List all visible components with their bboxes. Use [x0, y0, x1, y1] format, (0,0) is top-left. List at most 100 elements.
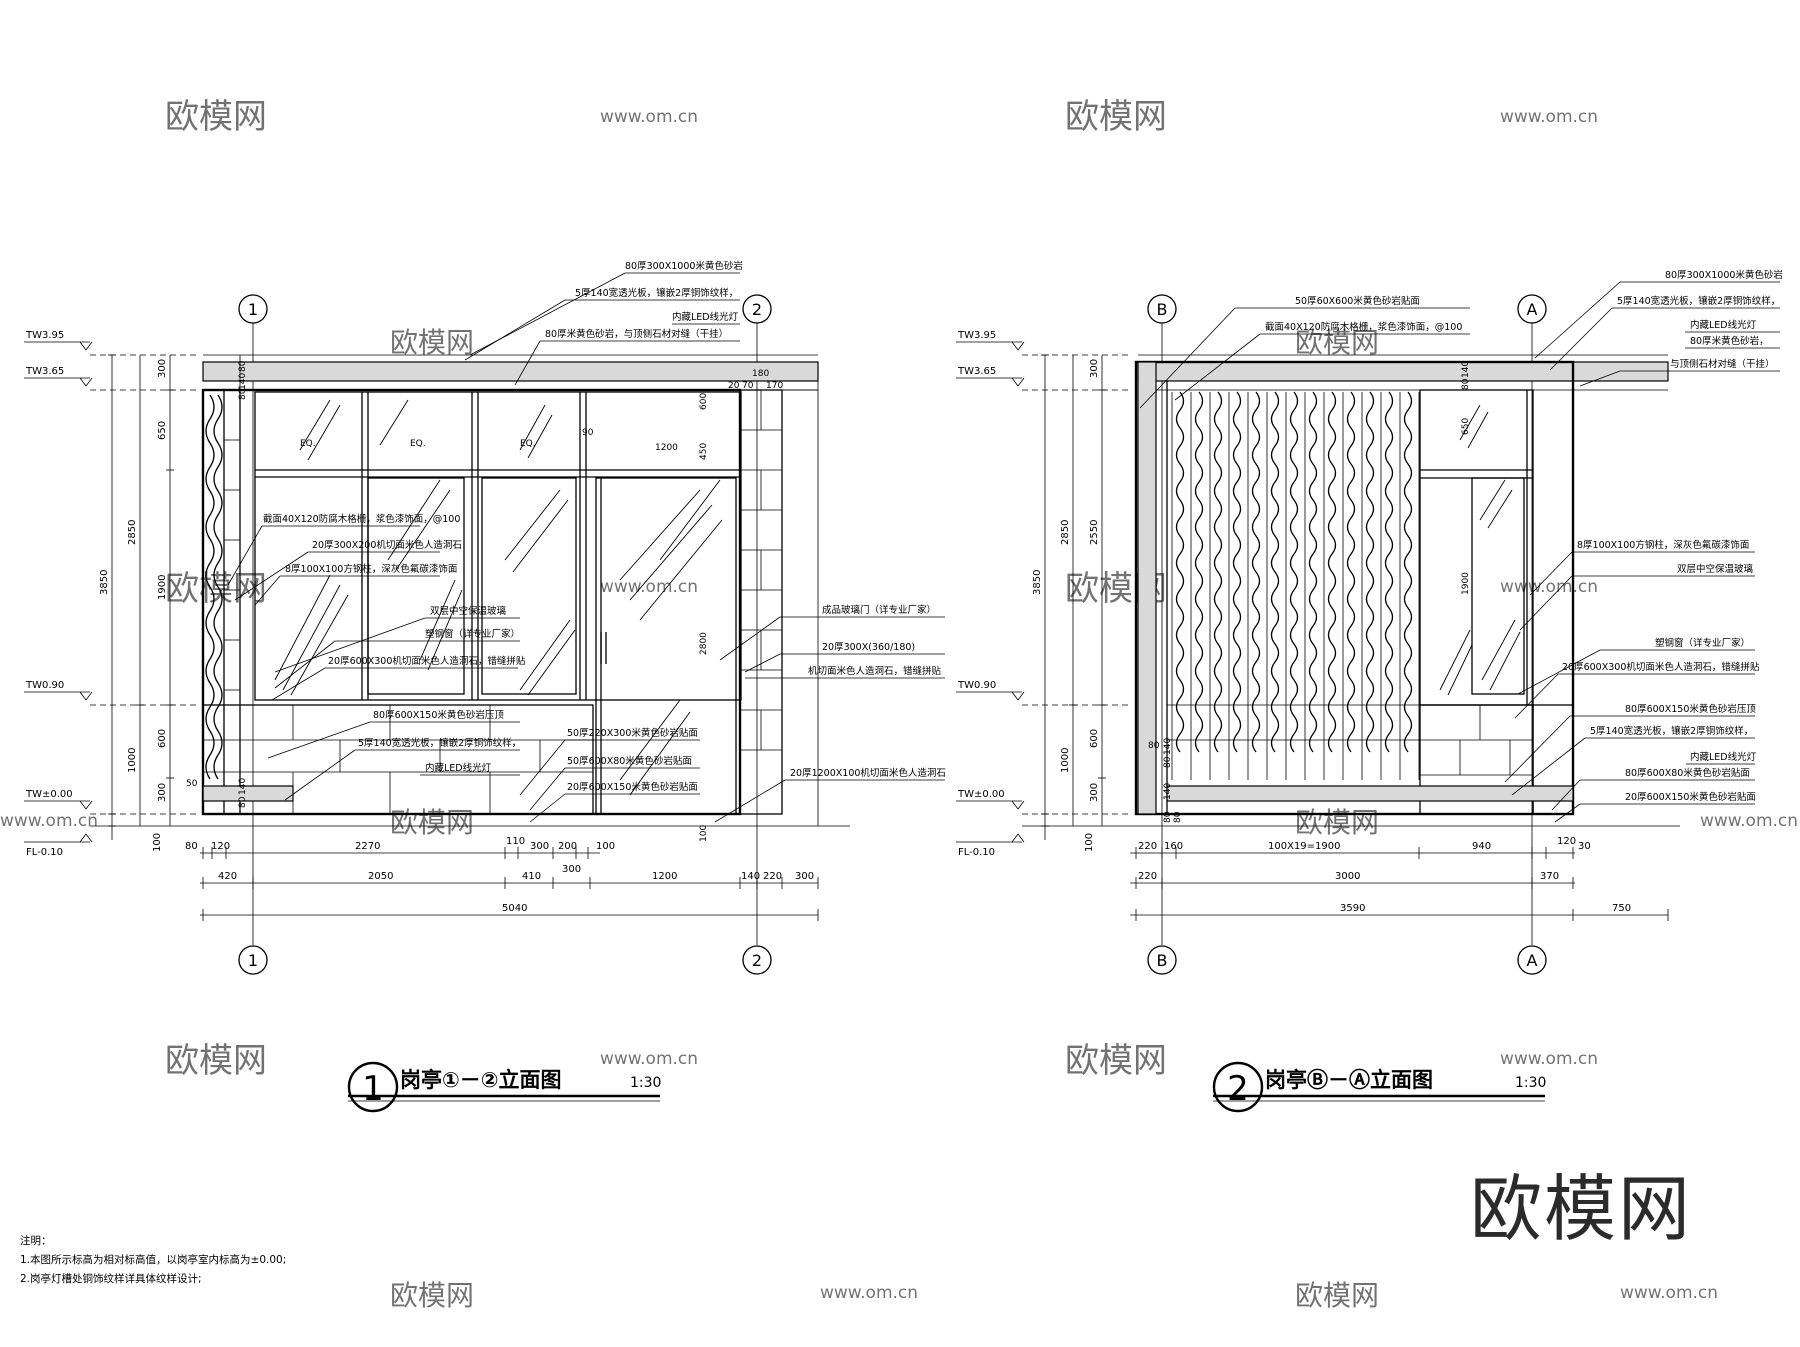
callout-label: 20厚600X300机切面米色人造洞石，错缝拼贴	[1562, 661, 1760, 673]
note-item: 2.岗亭灯槽处铜饰纹样详具体纹样设计;	[20, 1273, 202, 1285]
callout-label: 塑钢窗（详专业厂家）	[425, 628, 520, 640]
watermark: 欧模网	[165, 97, 267, 137]
callout-label: 截面40X120防腐木格栅，浆色漆饰面，@100	[263, 513, 460, 525]
dim-text: 220	[1138, 841, 1157, 852]
dim-text: 90	[582, 428, 594, 438]
dim-text: 140	[1163, 783, 1173, 800]
dim-text: 750	[1612, 903, 1631, 914]
vertical-dims-2: 3850 100 2850 1000 300 2550 600 300	[1032, 354, 1106, 852]
level-tag: TW3.65	[25, 366, 64, 377]
callout-label: 20厚300X200机切面米色人造洞石	[312, 539, 462, 551]
dim-text: 220	[763, 871, 782, 882]
roof-cap	[202, 361, 819, 382]
callout-label: 80厚米黄色砂岩，	[1690, 335, 1769, 347]
dim-text: EQ.	[520, 439, 536, 449]
notes-heading: 注明：	[20, 1235, 52, 1247]
callout-label: 成品玻璃门（详专业厂家）	[822, 604, 936, 616]
watermark: 欧模网	[390, 1279, 474, 1312]
watermark: 欧模网	[165, 569, 267, 609]
grid-label: A	[1527, 951, 1538, 970]
callout-label: 8厚100X100方钢柱，深灰色氟碳漆饰面	[285, 563, 457, 575]
dim-text: 80	[185, 841, 198, 852]
level-tag: TW3.95	[25, 330, 64, 341]
watermark: 欧模网	[1295, 1279, 1379, 1312]
elevation-2: TW3.95 TW3.65 TW0.90 TW±0.00 FL-0.10 385…	[956, 269, 1783, 1113]
dim-text: 50	[186, 779, 198, 789]
callout-label: 双层中空保温玻璃	[1677, 563, 1753, 575]
callout-label: 5厚140宽透光板，镶嵌2厚铜饰纹样，	[575, 287, 738, 299]
grid-axis-b: B B	[1147, 294, 1177, 975]
drawing-number: 1	[362, 1069, 384, 1109]
dim-text: 3850	[99, 570, 110, 595]
horizontal-dims-1: 80 120 2270 110 300 200 100 420 2050 410…	[185, 836, 819, 921]
watermark: 欧模网	[1295, 326, 1379, 359]
watermark: www.om.cn	[820, 1283, 918, 1303]
dim-text: 1200	[655, 443, 678, 453]
dim-text: 80	[238, 388, 248, 400]
drawing-number: 2	[1227, 1069, 1249, 1109]
callout-label: 内藏LED线光灯	[1690, 319, 1757, 331]
dim-text: 600	[157, 729, 168, 748]
dim-text: 220	[1138, 871, 1157, 882]
dim-text: 300	[1089, 359, 1100, 378]
grid-label: 1	[248, 300, 258, 319]
dim-text: 300	[795, 871, 814, 882]
dim-text: 160	[1164, 841, 1183, 852]
dim-text: EQ.	[410, 439, 426, 449]
dim-text: 3850	[1032, 570, 1043, 595]
callout-label: 80厚米黄色砂岩，与顶侧石材对缝（干挂）	[545, 328, 728, 340]
callout-label: 80厚600X80米黄色砂岩贴面	[1625, 767, 1750, 779]
callout-label: 5厚140宽透光板，镶嵌2厚铜饰纹样，	[1617, 295, 1780, 307]
callout-label: 5厚140宽透光板，镶嵌2厚铜饰纹样，	[1590, 725, 1753, 737]
dim-text: 650	[1461, 418, 1471, 435]
callout-label: 80厚600X150米黄色砂岩压顶	[1625, 703, 1756, 715]
callout-label: 80厚300X1000米黄色砂岩	[1665, 269, 1783, 281]
dim-text: 2850	[127, 520, 138, 545]
level-tags-1: TW3.95 TW3.65 TW0.90 TW±0.00 FL-0.10	[24, 330, 93, 858]
level-tag: TW3.95	[957, 330, 996, 341]
grid-label: 1	[248, 951, 258, 970]
booth-body	[1134, 360, 1575, 816]
watermark: www.om.cn	[1500, 107, 1598, 127]
dim-text: 410	[522, 871, 541, 882]
dim-text: 600	[1089, 729, 1100, 748]
level-tag: TW±0.00	[25, 789, 73, 800]
horizontal-dims-2: 220 160 100X19=1900 940 120 30 220 3000 …	[1130, 836, 1669, 921]
callout-label: 50厚220X300米黄色砂岩贴面	[567, 727, 698, 739]
dim-text: 80	[1163, 811, 1173, 823]
dim-text: 1900	[1461, 572, 1471, 595]
level-tag: TW0.90	[25, 680, 64, 691]
dim-text: 2050	[368, 871, 393, 882]
grid-label: B	[1157, 951, 1168, 970]
dim-text: 80	[238, 360, 248, 372]
callout-label: 截面40X120防腐木格栅，浆色漆饰面，@100	[1265, 321, 1462, 333]
watermark: 欧模网	[165, 1041, 267, 1081]
dim-text: 80	[238, 796, 248, 808]
watermark: www.om.cn	[1500, 577, 1598, 597]
dim-text: 2850	[1060, 520, 1071, 545]
watermark: www.om.cn	[0, 811, 98, 831]
notes-block: 注明： 1.本图所示标高为相对标高值，以岗亭室内标高为±0.00; 2.岗亭灯槽…	[20, 1232, 286, 1289]
dim-text: 20	[728, 381, 740, 391]
dim-text: 2550	[1089, 520, 1100, 545]
callout-label: 20厚1200X100机切面米色人造洞石	[790, 767, 946, 779]
small-dims-2: 140 80 140 80 80 140 80 650 1900 80	[1148, 361, 1471, 823]
level-tag: FL-0.10	[26, 847, 63, 858]
watermark: 欧模网	[390, 806, 474, 839]
callout-label: 内藏LED线光灯	[425, 762, 492, 774]
dim-text: 100	[152, 833, 163, 852]
callout-label: 内藏LED线光灯	[672, 311, 739, 323]
grid-axis-1: 1 1	[238, 294, 268, 975]
dim-text: 140	[741, 871, 760, 882]
dim-text: 300	[157, 359, 168, 378]
dim-text: 80	[1173, 811, 1183, 823]
callout-label: 80厚600X150米黄色砂岩压顶	[373, 709, 504, 721]
callout-label: 8厚100X100方钢柱，深灰色氟碳漆饰面	[1577, 539, 1749, 551]
dim-text: 80	[1148, 741, 1160, 751]
drawing-title: 岗亭Ⓑ－Ⓐ立面图	[1265, 1068, 1433, 1092]
dim-text: 140	[1461, 361, 1471, 378]
note-item: 1.本图所示标高为相对标高值，以岗亭室内标高为±0.00;	[20, 1254, 287, 1266]
dim-text: 370	[1540, 871, 1559, 882]
callout-label: 与顶侧石材对缝（干挂）	[1670, 358, 1775, 370]
dim-text: 70	[742, 381, 754, 391]
